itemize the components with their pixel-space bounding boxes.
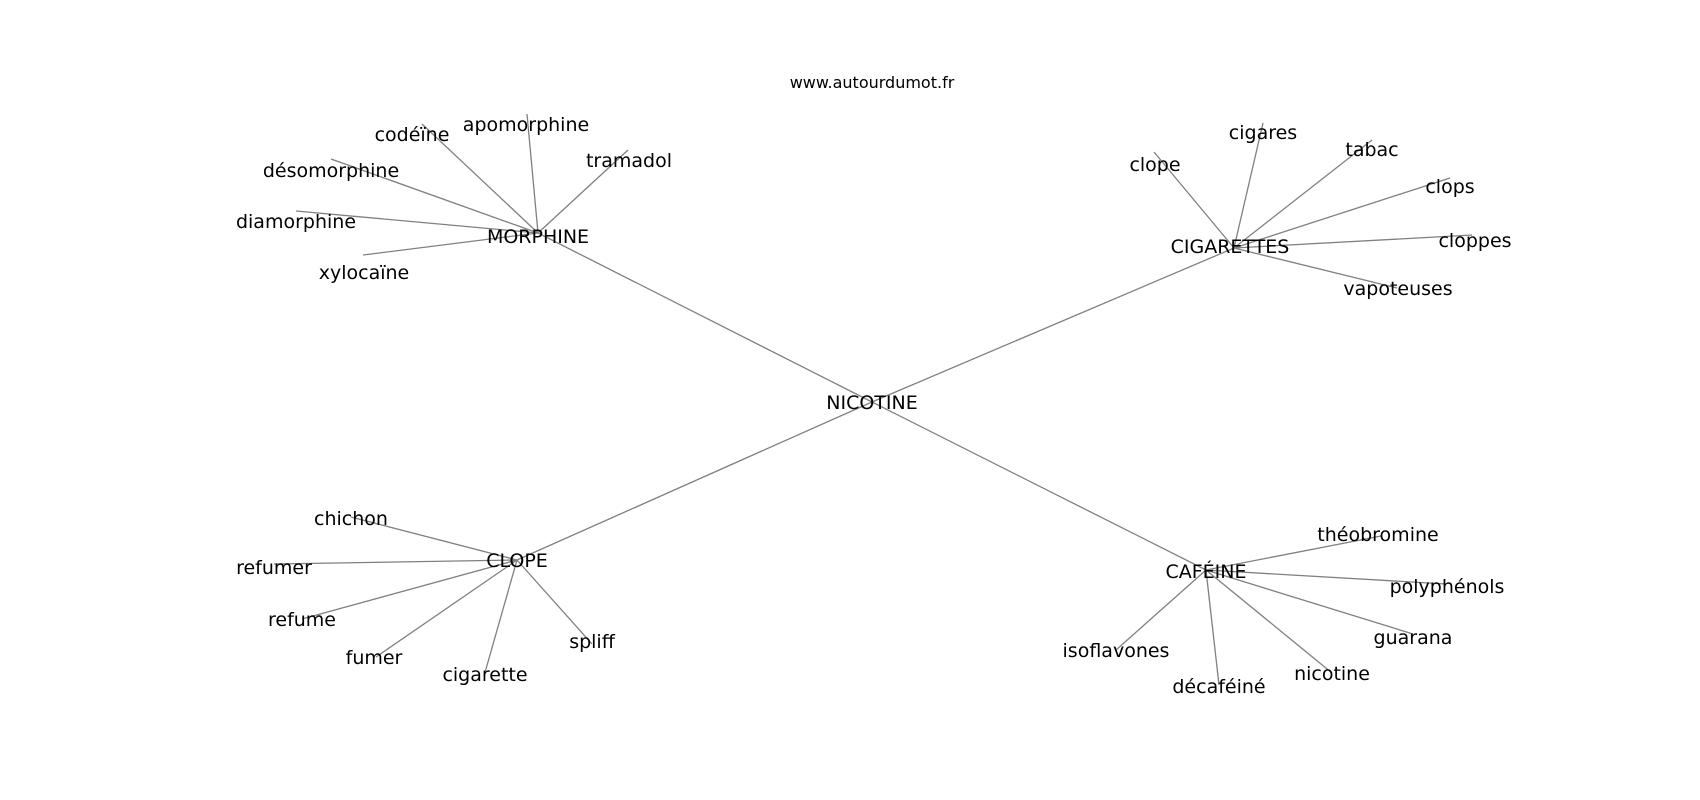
watermark-text: www.autourdumot.fr: [790, 73, 955, 92]
edge-center-hub-0: [537, 232, 873, 403]
leaf-node-label: xylocaïne: [319, 262, 410, 284]
edge-hub-3-leaf-2: [1205, 569, 1414, 635]
leaf-node-label: isoflavones: [1063, 640, 1170, 662]
hub-node-label: CAFÉINE: [1165, 560, 1246, 583]
edge-hub-2-leaf-0: [350, 516, 518, 561]
edge-hub-3-leaf-1: [1205, 569, 1447, 585]
edge-hub-2-leaf-4: [483, 559, 518, 677]
edge-hub-1-leaf-2: [1233, 139, 1373, 249]
edge-center-hub-3: [871, 401, 1207, 571]
leaf-node-label: refume: [268, 609, 336, 631]
edge-hub-1-leaf-4: [1233, 234, 1473, 249]
hub-node-label: MORPHINE: [487, 226, 589, 248]
leaf-node-label: théobromine: [1317, 524, 1438, 546]
leaf-node-label: chichon: [314, 508, 388, 530]
hub-node-label: CIGARETTES: [1171, 236, 1290, 258]
leaf-node-label: nicotine: [1294, 663, 1370, 685]
edge-hub-3-leaf-3: [1205, 569, 1333, 674]
hub-node-label: CLOPE: [486, 550, 548, 572]
edge-hub-1-leaf-1: [1233, 122, 1264, 249]
leaf-node-label: fumer: [346, 647, 403, 669]
leaf-node-label: polyphénols: [1390, 576, 1505, 598]
edge-hub-1-leaf-5: [1233, 247, 1398, 289]
leaf-node-label: diamorphine: [236, 211, 356, 233]
edge-hub-1-leaf-3: [1233, 177, 1451, 249]
leaf-node-label: cloppes: [1438, 230, 1511, 252]
edge-hub-1-leaf-0: [1153, 151, 1235, 249]
leaf-node-label: refumer: [236, 557, 312, 579]
edge-hub-2-leaf-3: [375, 559, 518, 658]
edge-hub-2-leaf-5: [516, 559, 593, 645]
edge-center-hub-2: [516, 401, 873, 561]
edge-hub-2-leaf-2: [301, 559, 518, 620]
leaf-node-label: cigares: [1229, 122, 1297, 144]
edge-hub-0-leaf-3: [330, 158, 539, 234]
leaf-node-label: tabac: [1345, 139, 1398, 161]
leaf-node-label: vapoteuses: [1343, 278, 1452, 300]
leaf-node-label: décaféiné: [1172, 676, 1265, 698]
leaf-node-label: guarana: [1374, 627, 1453, 649]
edge-hub-3-leaf-4: [1205, 569, 1220, 686]
center-node-label: NICOTINE: [826, 392, 917, 414]
leaf-node-label: clops: [1425, 176, 1474, 198]
edge-hub-0-leaf-1: [526, 113, 539, 234]
edge-hub-0-leaf-2: [537, 149, 629, 234]
edge-hub-2-leaf-1: [273, 559, 518, 565]
edge-hub-0-leaf-0: [421, 123, 539, 234]
leaf-node-label: spliff: [569, 631, 616, 653]
leaf-node-label: apomorphine: [463, 114, 589, 136]
labels-layer: www.autourdumot.fr NICOTINE codéïne apomo…: [236, 73, 1512, 698]
edge-hub-3-leaf-5: [1115, 569, 1207, 651]
edges-layer: [273, 113, 1473, 686]
leaf-node-label: désomorphine: [263, 160, 399, 182]
edge-center-hub-1: [871, 247, 1235, 403]
edge-hub-0-leaf-5: [362, 232, 539, 256]
edge-hub-0-leaf-4: [295, 210, 539, 234]
leaf-node-label: tramadol: [586, 150, 672, 172]
leaf-node-label: codéïne: [375, 124, 450, 146]
edge-hub-3-leaf-0: [1205, 535, 1382, 571]
leaf-node-label: cigarette: [442, 664, 527, 686]
leaf-node-label: clope: [1129, 154, 1180, 176]
